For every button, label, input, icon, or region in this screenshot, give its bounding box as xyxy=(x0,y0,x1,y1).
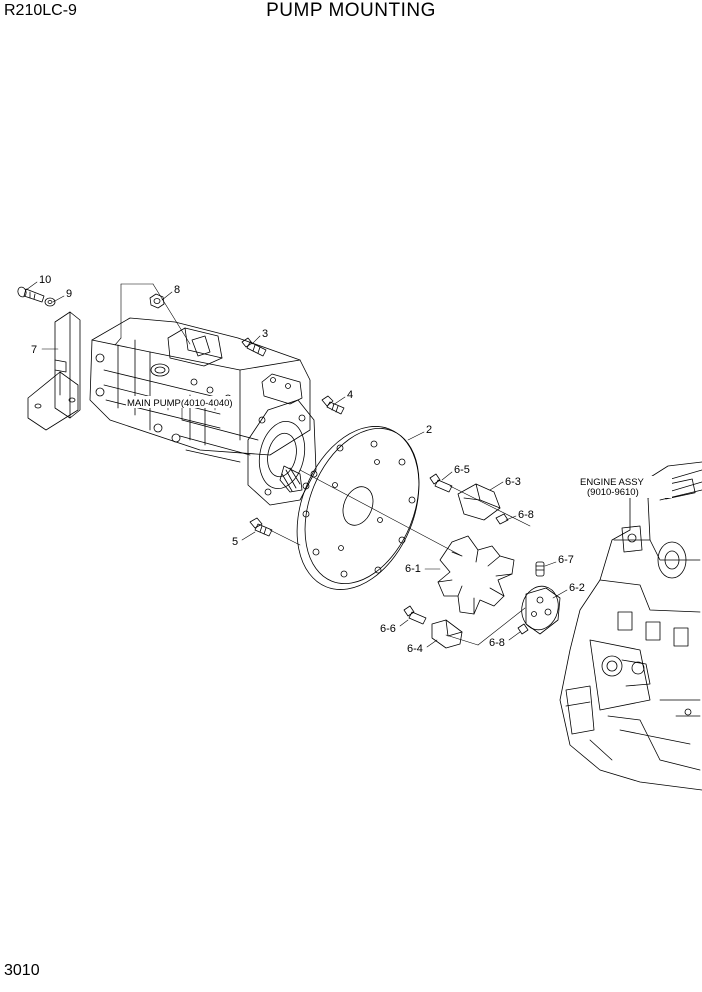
engine-assy-reference: ENGINE ASSY xyxy=(580,477,645,488)
callout-6-4: 6-4 xyxy=(407,643,423,655)
coupling-element-6-1-icon xyxy=(437,535,515,615)
callout-6-7: 6-7 xyxy=(558,554,574,566)
callout-6-2: 6-2 xyxy=(569,582,585,594)
callout-6-6: 6-6 xyxy=(380,623,396,635)
bolt-4-icon xyxy=(321,395,345,415)
clamp-6-3-icon xyxy=(457,483,501,521)
callout-6-5: 6-5 xyxy=(454,464,470,476)
callout-7: 7 xyxy=(31,344,37,356)
callout-9: 9 xyxy=(66,288,72,300)
callout-10: 10 xyxy=(39,274,51,286)
page-number: 3010 xyxy=(4,962,40,979)
page-title: PUMP MOUNTING xyxy=(266,0,436,21)
pin-6-8-icon xyxy=(495,513,509,525)
bolt-3-icon xyxy=(241,337,267,357)
callout-6-8-upper: 6-8 xyxy=(518,509,534,521)
callout-6-8-lower: 6-8 xyxy=(489,637,505,649)
main-pump-reference: MAIN PUMP(4010-4040) xyxy=(127,398,233,409)
callout-3: 3 xyxy=(262,328,268,340)
bolt-6-5-icon xyxy=(429,473,453,493)
pin-6-8b-icon xyxy=(517,623,529,635)
washer-9-icon xyxy=(44,297,56,307)
callout-2: 2 xyxy=(426,424,432,436)
leader-lines xyxy=(25,281,568,648)
callout-4: 4 xyxy=(347,389,353,401)
bolt-6-6-icon xyxy=(403,605,427,625)
nut-8-icon xyxy=(149,293,165,309)
set-screw-6-7-icon xyxy=(535,561,545,577)
callout-5: 5 xyxy=(232,536,238,548)
callout-6-3: 6-3 xyxy=(505,476,521,488)
engine-assy-range: (9010-9610) xyxy=(587,487,639,498)
clamp-6-4-icon xyxy=(431,619,463,649)
hub-6-2-icon xyxy=(521,585,561,635)
callout-8: 8 xyxy=(174,284,180,296)
main-pump-icon xyxy=(89,317,317,506)
bolt-5-icon xyxy=(249,517,273,537)
callout-6-1: 6-1 xyxy=(405,563,421,575)
engine-assy-icon xyxy=(559,461,702,791)
bolt-10-icon xyxy=(17,286,45,303)
model-code: R210LC-9 xyxy=(4,2,77,19)
flange-plate-2-icon xyxy=(296,426,420,590)
callout-labels: 10 9 8 7 3 4 2 5 6-5 6-3 6-8 6-1 6-7 6-2… xyxy=(31,274,585,655)
bracket-7-icon xyxy=(27,311,81,431)
